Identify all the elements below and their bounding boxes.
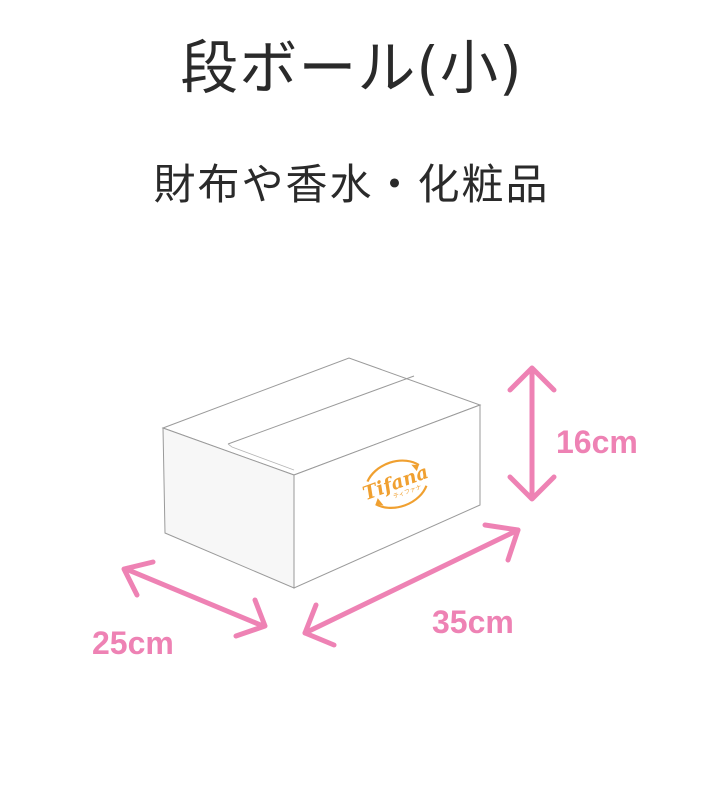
depth-arrow: [121, 559, 268, 639]
height-arrow: [507, 365, 557, 502]
width-label: 35cm: [432, 604, 514, 640]
logo-swoosh-top: [366, 459, 420, 483]
logo-swoosh-bottom: [375, 485, 428, 509]
height-label: 16cm: [556, 424, 638, 460]
box-right-face: [293, 404, 481, 589]
width-arrow: [302, 522, 521, 648]
page-title: 段ボール(小): [180, 34, 523, 102]
box-flap-seam: [227, 375, 415, 445]
depth-label: 25cm: [92, 625, 174, 661]
page-subtitle: 財布や香水・化粧品: [153, 160, 550, 209]
cardboard-box: [161, 357, 482, 589]
